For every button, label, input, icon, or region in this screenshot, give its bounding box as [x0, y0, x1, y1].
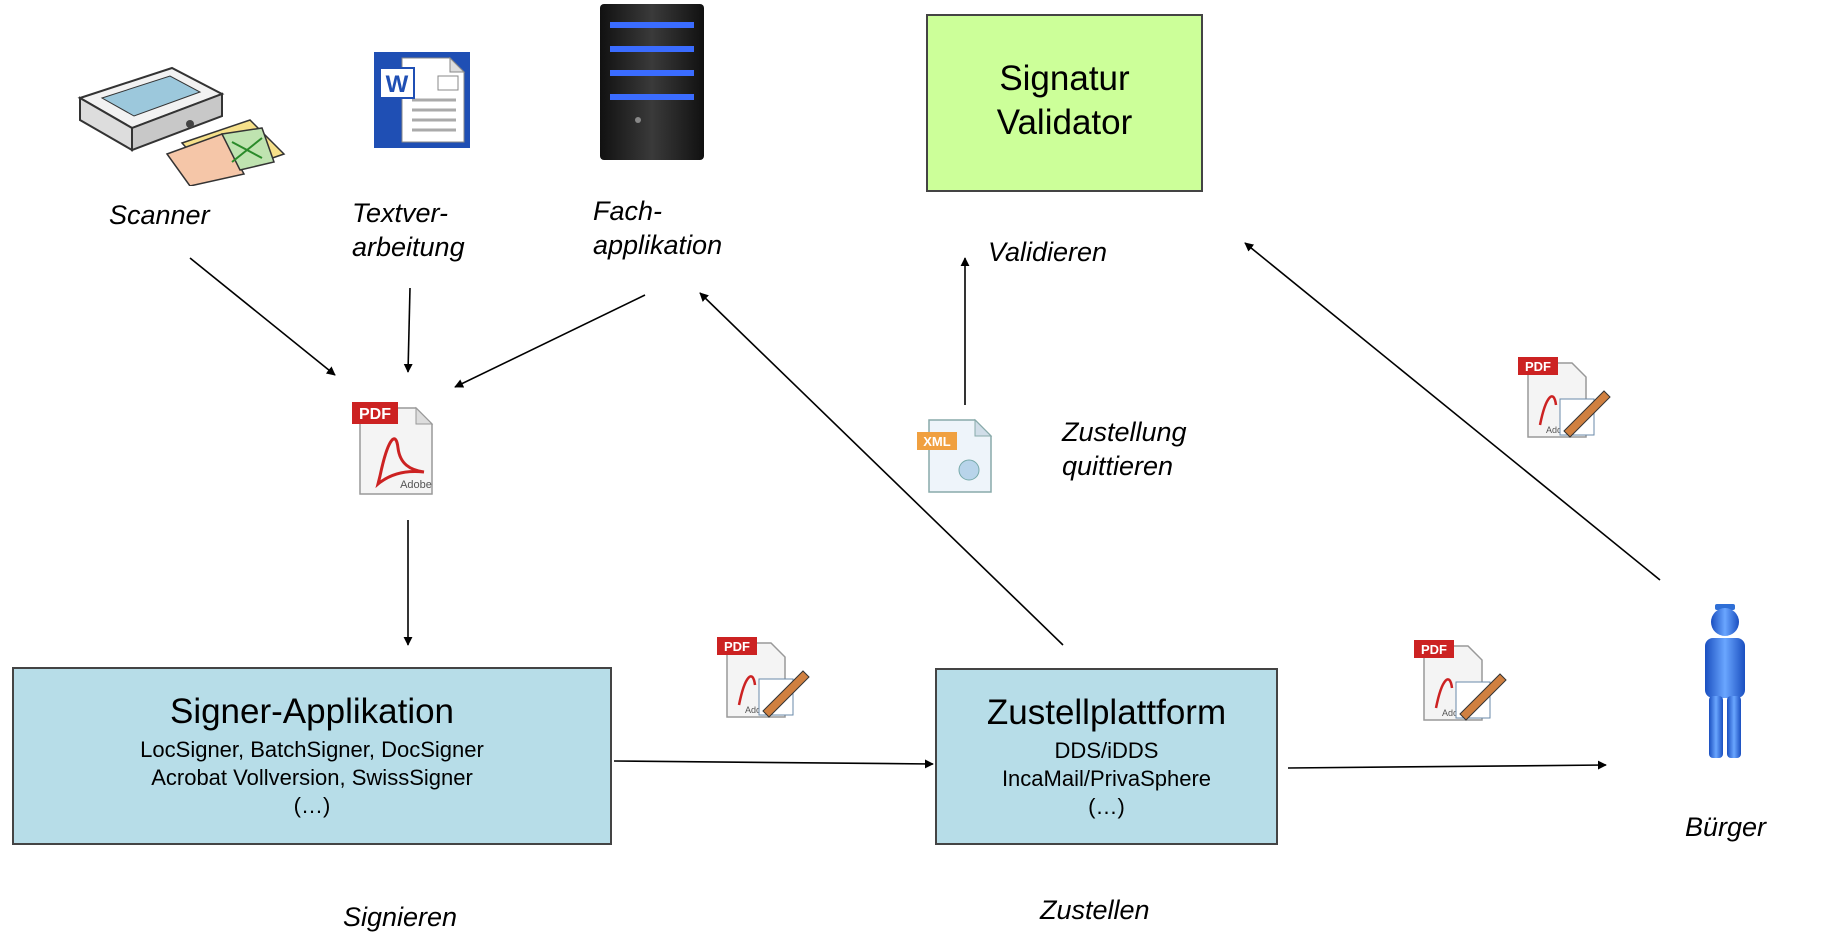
scanner-label: Scanner	[109, 200, 210, 230]
signatur-validator-box: Signatur Validator	[926, 14, 1203, 192]
zustell-line-3: (…)	[1088, 793, 1125, 819]
zustell-title: Zustellplattform	[986, 692, 1227, 732]
zustellung-quittieren-line-2: quittieren	[1062, 451, 1174, 481]
word-document-icon: W	[374, 52, 470, 148]
signieren-label: Signieren	[343, 902, 458, 932]
signed-pdf-delivery-adobe: Ado	[1442, 708, 1458, 718]
signer-applikation-box: Signer-Applikation LocSigner, BatchSigne…	[12, 667, 612, 845]
scanner-icon	[77, 66, 286, 186]
fachapplikation-label: Fach- applikation	[593, 194, 722, 262]
zustellung-quittieren-line-1: Zustellung	[1062, 417, 1187, 447]
adobe-icon-text: Adobe	[400, 479, 432, 491]
signed-pdf-icon-middle: PDF Ado	[717, 637, 810, 718]
zustellplattform-box: Zustellplattform DDS/iDDS IncaMail/Priva…	[935, 668, 1278, 845]
signer-line-3: (…)	[293, 793, 331, 818]
xml-icon-text: XML	[923, 434, 951, 449]
textverarbeitung-label-line-1: Textver-	[352, 198, 449, 228]
arrow-fachapplikation-to-pdf	[454, 294, 646, 388]
zustell-line-2: IncaMail/PrivaSphere	[1001, 765, 1212, 791]
signer-line-1: LocSigner, BatchSigner, DocSigner	[140, 737, 484, 762]
zustell-line-1: DDS/iDDS	[1054, 737, 1159, 763]
arrow-textverarbeitung-to-pdf	[403, 287, 413, 373]
arrow-scanner-to-pdf	[189, 257, 336, 376]
zustellen-label: Zustellen	[1040, 895, 1150, 925]
validator-title-line-2: Validator	[996, 103, 1133, 142]
signed-pdf-middle-text: PDF	[724, 639, 750, 654]
fachapplikation-label-line-2: applikation	[593, 230, 723, 260]
arrow-zustell-to-fachapplikation	[699, 292, 1064, 646]
fachapplikation-label-line-1: Fach-	[593, 196, 663, 226]
signer-line-2: Acrobat Vollversion, SwissSigner	[151, 765, 473, 790]
zustellung-quittieren-label: Zustellung quittieren	[1062, 415, 1187, 483]
signer-title: Signer-Applikation	[169, 692, 455, 731]
signed-pdf-icon-right: PDF Ado	[1518, 357, 1611, 438]
signed-pdf-delivery-text: PDF	[1421, 642, 1447, 657]
validieren-label: Validieren	[988, 237, 1108, 267]
pdf-document-icon: PDF Adobe	[352, 402, 434, 495]
person-icon	[1705, 604, 1745, 758]
signed-pdf-icon-delivery: PDF Ado	[1414, 640, 1507, 721]
arrow-zustell-to-buerger	[1287, 760, 1607, 770]
signed-pdf-right-adobe: Ado	[1546, 425, 1562, 435]
pdf-icon-text: PDF	[359, 406, 391, 423]
buerger-label: Bürger	[1685, 812, 1767, 842]
server-icon	[600, 4, 704, 160]
arrow-buerger-to-validator	[1244, 242, 1661, 581]
xml-document-icon: XML	[917, 418, 993, 493]
textverarbeitung-label-line-2: arbeitung	[352, 232, 465, 262]
signed-pdf-middle-adobe: Ado	[745, 705, 761, 715]
textverarbeitung-label: Textver- arbeitung	[352, 196, 465, 264]
word-icon-letter: W	[386, 71, 409, 98]
signed-pdf-right-text: PDF	[1525, 359, 1551, 374]
arrow-signer-to-zustell	[613, 759, 934, 769]
validator-title-line-1: Signatur	[999, 59, 1130, 98]
